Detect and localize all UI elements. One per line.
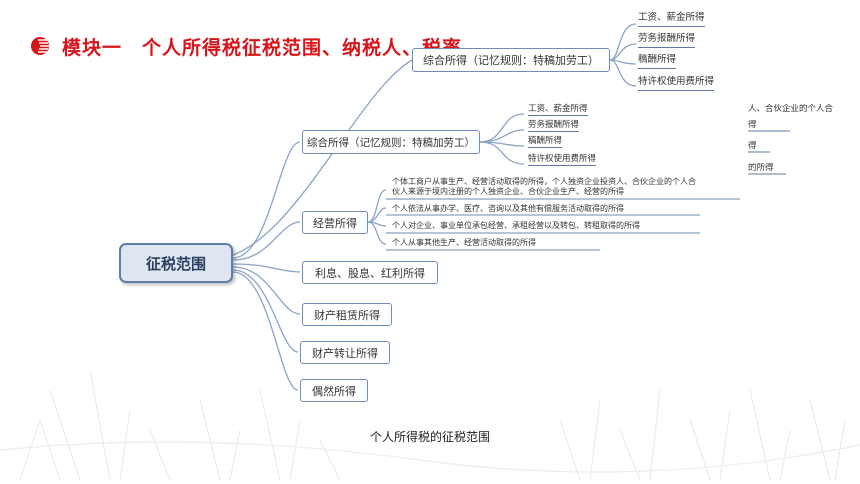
comprehensive-item-royalty: 稿酬所得 [528,136,563,148]
top-panel-item-labor: 劳务报酬所得 [638,33,696,48]
clipped-text-2: 得 [748,120,757,130]
comprehensive-item-labor: 劳务报酬所得 [528,120,580,132]
branch-business: 经营所得 [302,211,368,234]
business-item-3: 个人对企业、事业单位承包经营、承租经营以及转包、转租取得的所得 [392,221,640,230]
business-item-4: 个人从事其他生产、经营活动取得的所得 [392,238,536,247]
top-panel-item-wages: 工资、薪金所得 [638,12,705,27]
branch-interest: 利息、股息、红利所得 [302,261,438,284]
top-panel-item-license: 特许权使用费所得 [638,76,715,91]
root-node: 征税范围 [119,243,233,283]
comprehensive-item-license: 特许权使用费所得 [528,154,597,166]
background-decoration [0,369,860,481]
branch-comprehensive: 综合所得（记忆规则：特稿加劳工） [302,130,480,154]
top-panel-node: 综合所得（记忆规则：特稿加劳工） [412,48,610,72]
business-item-1-line-1: 个体工商户从事生产、经营活动取得的所得，个人独资企业投资人、合伙企业的个人合 [392,177,696,186]
branch-rental: 财产租赁所得 [302,303,392,326]
slide-title: 模块一 个人所得税征税范围、纳税人、税率 [30,34,463,59]
comprehensive-item-wages: 工资、薪金所得 [528,104,588,116]
business-item-1-line-2: 伙人来源于境内注册的个人独资企业、合伙企业生产、经营的所得 [392,187,624,196]
branch-incidental: 偶然所得 [300,379,368,402]
red-globe-icon [30,35,52,57]
top-panel-item-royalty: 稿酬所得 [638,54,677,69]
clipped-text-3: 得 [748,141,757,151]
figure-caption: 个人所得税的征税范围 [369,430,490,444]
title-text: 模块一 个人所得税征税范围、纳税人、税率 [62,36,463,59]
branch-transfer: 财产转让所得 [300,341,390,364]
clipped-text-1: 人、合伙企业的个人合 [748,104,834,114]
clipped-text-4: 的所得 [748,163,774,173]
business-item-2: 个人依法从事办学、医疗、咨询以及其他有偿服务活动取得的所得 [392,204,624,213]
